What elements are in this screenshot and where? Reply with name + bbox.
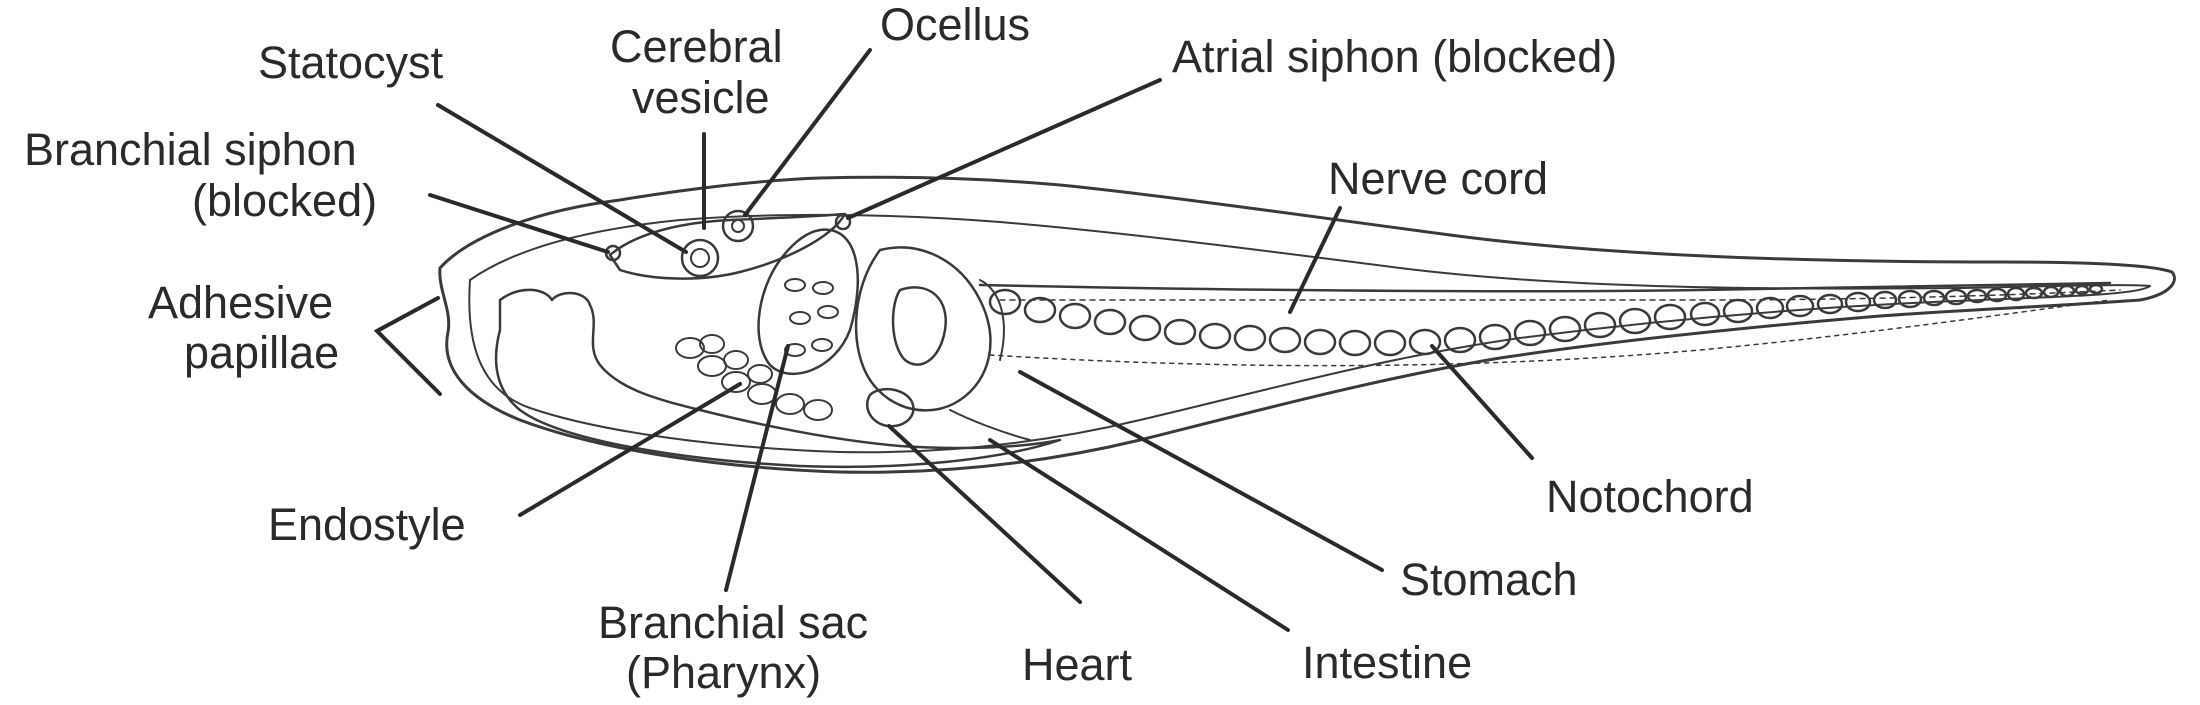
label-cerebral-vesicle-line1: Cerebral <box>610 21 783 72</box>
statocyst-shape <box>680 238 720 278</box>
leader-notochord <box>1430 344 1534 460</box>
endostyle-cells <box>675 334 833 421</box>
notochord-cells <box>988 283 2104 357</box>
branchial-sac-shape <box>757 228 859 376</box>
leader-atrial-siphon <box>846 78 1162 220</box>
label-branchial-siphon-line1: Branchial siphon <box>24 124 357 175</box>
label-adhesive-papillae-line2: papillae <box>184 327 339 378</box>
leader-lines <box>373 48 1534 632</box>
leader-nerve-cord <box>1288 206 1342 314</box>
label-atrial-siphon: Atrial siphon (blocked) <box>1172 31 1617 82</box>
label-nerve-cord: Nerve cord <box>1328 153 1548 204</box>
leader-adhesive-papillae <box>373 296 442 396</box>
label-cerebral-vesicle-line2: vesicle <box>632 72 770 123</box>
label-adhesive-papillae-line1: Adhesive <box>148 277 333 328</box>
label-branchial-sac-line2: (Pharynx) <box>626 647 821 698</box>
leader-heart <box>887 424 1082 604</box>
leader-ocellus <box>743 48 872 217</box>
label-branchial-sac-line1: Branchial sac <box>598 597 868 648</box>
leader-statocyst <box>436 103 688 254</box>
body-outline <box>438 175 2176 474</box>
label-ocellus: Ocellus <box>880 0 1030 50</box>
label-branchial-siphon-line2: (blocked) <box>192 175 377 226</box>
labels: Statocyst Cerebral vesicle Ocellus Atria… <box>24 0 1754 698</box>
label-notochord: Notochord <box>1546 471 1754 522</box>
label-stomach: Stomach <box>1400 554 1578 605</box>
label-endostyle: Endostyle <box>268 499 466 550</box>
label-statocyst: Statocyst <box>258 37 444 88</box>
heart-shape <box>865 387 915 428</box>
label-heart: Heart <box>1022 639 1133 690</box>
leader-branchial-sac <box>724 344 790 592</box>
leader-intestine <box>988 438 1290 632</box>
stomach-shape <box>854 246 992 412</box>
label-intestine: Intestine <box>1302 637 1472 688</box>
leader-branchial-siphon <box>428 193 610 254</box>
intestine-shape <box>891 286 948 366</box>
leader-endostyle <box>518 382 742 517</box>
leader-stomach <box>1018 370 1384 572</box>
ocellus-shape <box>721 209 755 243</box>
adhesive-cavity <box>494 288 1062 469</box>
tail-fin-line <box>999 289 2121 301</box>
nerve-cord-line <box>978 281 2112 293</box>
larva-body <box>438 175 2176 474</box>
atrial-siphon-shape <box>834 213 852 231</box>
tunic-inner-line <box>468 213 2151 454</box>
